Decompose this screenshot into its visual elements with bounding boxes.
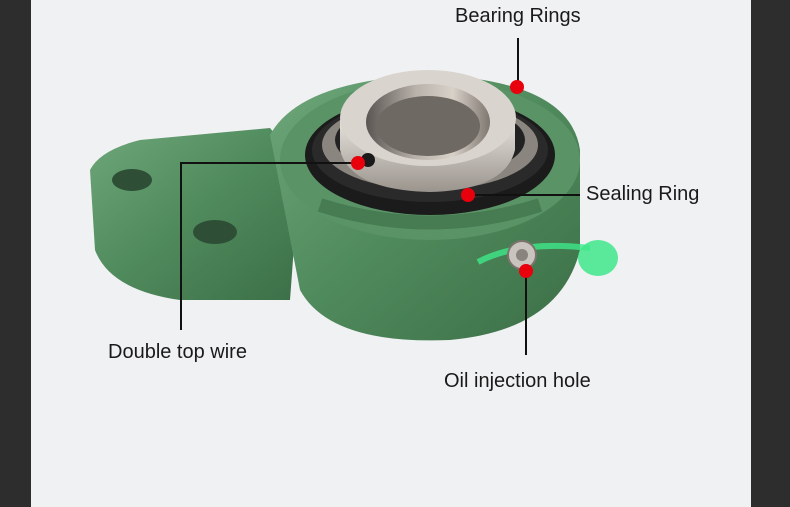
mounting-hole — [193, 220, 237, 244]
left-border-bar — [0, 0, 31, 507]
grease-nipple-icon — [476, 240, 618, 276]
label-bearing-rings: Bearing Rings — [455, 5, 581, 27]
housing-flange — [90, 128, 300, 300]
marker-dot-icon — [351, 80, 533, 278]
label-double-top-wire: Double top wire — [108, 341, 247, 363]
leader-lines — [180, 38, 580, 355]
mounting-hole — [112, 169, 152, 191]
right-border-bar — [751, 0, 790, 507]
label-sealing-ring: Sealing Ring — [586, 183, 700, 205]
label-oil-injection-hole: Oil injection hole — [444, 370, 591, 392]
